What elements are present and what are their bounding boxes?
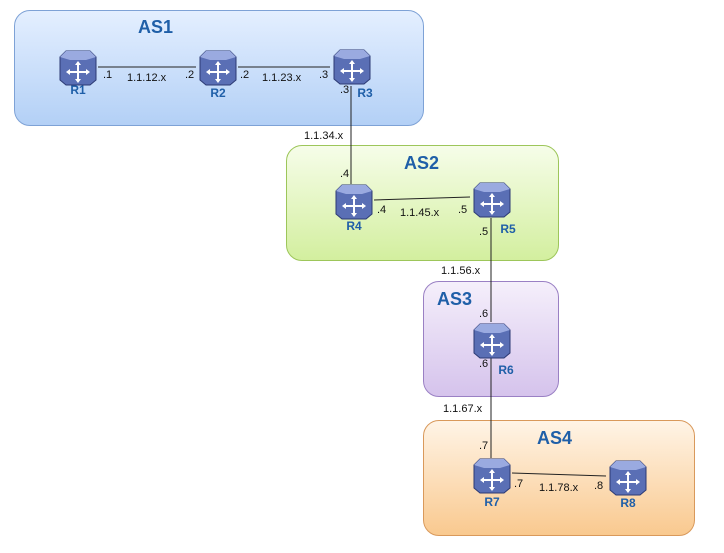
router-r8-icon bbox=[606, 457, 648, 497]
router-r5-label: R5 bbox=[500, 222, 516, 236]
subnet-r5-r6: 1.1.56.x bbox=[441, 265, 481, 277]
subnet-r4-r5: 1.1.45.x bbox=[400, 207, 440, 219]
router-r2-label: R2 bbox=[210, 86, 226, 100]
router-r2-icon bbox=[196, 47, 238, 87]
subnet-r6-r7: 1.1.67.x bbox=[443, 403, 483, 415]
subnet-r3-r4: 1.1.34.x bbox=[304, 130, 344, 142]
iface-r5-r6-a: .5 bbox=[479, 226, 489, 238]
as1-title: AS1 bbox=[138, 17, 174, 37]
as4-region bbox=[423, 420, 695, 536]
subnet-r7-r8: 1.1.78.x bbox=[539, 482, 579, 494]
as2-title: AS2 bbox=[404, 153, 440, 173]
iface-r4-r5-b: .5 bbox=[458, 204, 468, 216]
iface-r7-r8-b: .8 bbox=[594, 480, 604, 492]
router-r4-label: R4 bbox=[346, 219, 362, 233]
router-r3-label: R3 bbox=[357, 86, 373, 100]
as2-region bbox=[286, 145, 559, 261]
subnet-r1-r2: 1.1.12.x bbox=[127, 72, 167, 84]
router-r7-icon bbox=[470, 455, 512, 495]
router-r4-icon bbox=[332, 181, 374, 221]
router-r1-label: R1 bbox=[70, 83, 86, 97]
router-r6-icon bbox=[470, 320, 512, 360]
iface-r6-r7-b: .7 bbox=[479, 440, 489, 452]
iface-r6-r7-a: .6 bbox=[479, 358, 489, 370]
iface-r3-r4-b: .4 bbox=[340, 168, 350, 180]
router-r1-icon bbox=[56, 47, 98, 87]
router-r8-label: R8 bbox=[620, 496, 636, 510]
iface-r5-r6-b: .6 bbox=[479, 308, 489, 320]
router-r6-label: R6 bbox=[498, 363, 514, 377]
as3-title: AS3 bbox=[437, 289, 473, 309]
iface-r3-r4-a: .3 bbox=[340, 84, 350, 96]
subnet-r2-r3: 1.1.23.x bbox=[262, 72, 302, 84]
iface-r2-r3-b: .3 bbox=[319, 69, 329, 81]
iface-r1-r2-b: .2 bbox=[185, 69, 195, 81]
as4-title: AS4 bbox=[537, 428, 573, 448]
iface-r2-r3-a: .2 bbox=[240, 69, 250, 81]
router-r7-label: R7 bbox=[484, 495, 500, 509]
iface-r7-r8-a: .7 bbox=[514, 478, 524, 490]
link-r7-r8 bbox=[511, 472, 607, 477]
iface-r1-r2-a: .1 bbox=[103, 69, 113, 81]
iface-r4-r5-a: .4 bbox=[377, 204, 387, 216]
router-r5-icon bbox=[470, 179, 512, 219]
link-r4-r5 bbox=[373, 196, 471, 201]
router-r3-icon bbox=[330, 46, 372, 86]
